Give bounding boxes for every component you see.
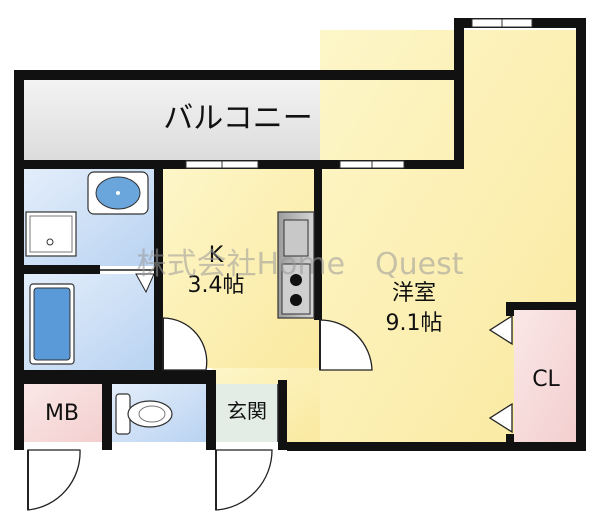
toilet-bowl	[127, 400, 173, 428]
watermark-text: 株式会社Home Quest	[136, 247, 463, 282]
wall-bottom-right	[287, 442, 586, 451]
door-leaves	[27, 318, 321, 510]
wall-closet-left-b	[506, 434, 514, 444]
bathtub-basin	[33, 287, 71, 361]
wall-left	[14, 70, 24, 450]
kitchen-door-swing	[162, 317, 208, 371]
western-room-size-label: 9.1帖	[386, 311, 443, 336]
western-room-name-label: 洋室	[392, 281, 436, 306]
mb-door-swing	[27, 449, 81, 511]
washing-machine-drain	[46, 238, 54, 246]
kitchen-name-label: K	[209, 243, 224, 268]
wall-toilet-top	[102, 370, 212, 384]
kitchen-sink	[283, 219, 309, 257]
wall-closet-top	[506, 302, 584, 310]
wall-tower-left	[454, 18, 464, 168]
wall-wash-kitchen	[154, 160, 163, 372]
wall-mb-toilet	[102, 378, 112, 450]
bath-door-triangle	[135, 273, 155, 294]
wall-toilet-entrance	[206, 370, 216, 450]
room-door-swing	[319, 319, 373, 371]
entrance-door-swing	[215, 449, 273, 511]
meter-box-label: MB	[45, 401, 79, 426]
kitchen-size-label: 3.4帖	[188, 273, 245, 298]
wash-basin-drain	[116, 191, 120, 195]
entrance-label: 玄関	[227, 399, 267, 423]
wall-bottom-mb	[14, 442, 24, 450]
wall-right	[576, 18, 586, 450]
washing-machine-pan	[25, 211, 77, 257]
wall-closet-left-a	[506, 302, 514, 316]
stove-burner-2	[290, 294, 302, 306]
entrance-fill	[216, 384, 278, 442]
wall-balcony-top	[14, 70, 462, 80]
labels: バルコニー K 3.4帖 洋室 9.1帖 CL MB 玄関	[45, 101, 561, 426]
details	[100, 269, 279, 442]
closet-door-lower	[488, 402, 513, 434]
balcony-label: バルコニー	[163, 101, 312, 136]
closet-fill	[514, 310, 576, 442]
wall-entrance-right	[278, 380, 287, 450]
meter-box-fill	[24, 384, 102, 442]
window-mullions	[221, 19, 503, 168]
closet-label: CL	[532, 367, 560, 392]
stove-burner-1	[290, 274, 302, 286]
fixtures	[25, 171, 315, 435]
wall-wash-bath	[14, 265, 100, 274]
closet-doors	[488, 314, 513, 434]
wall-kitchen-room	[314, 160, 322, 320]
closet-door-upper	[488, 314, 513, 346]
door-swings	[27, 317, 373, 511]
